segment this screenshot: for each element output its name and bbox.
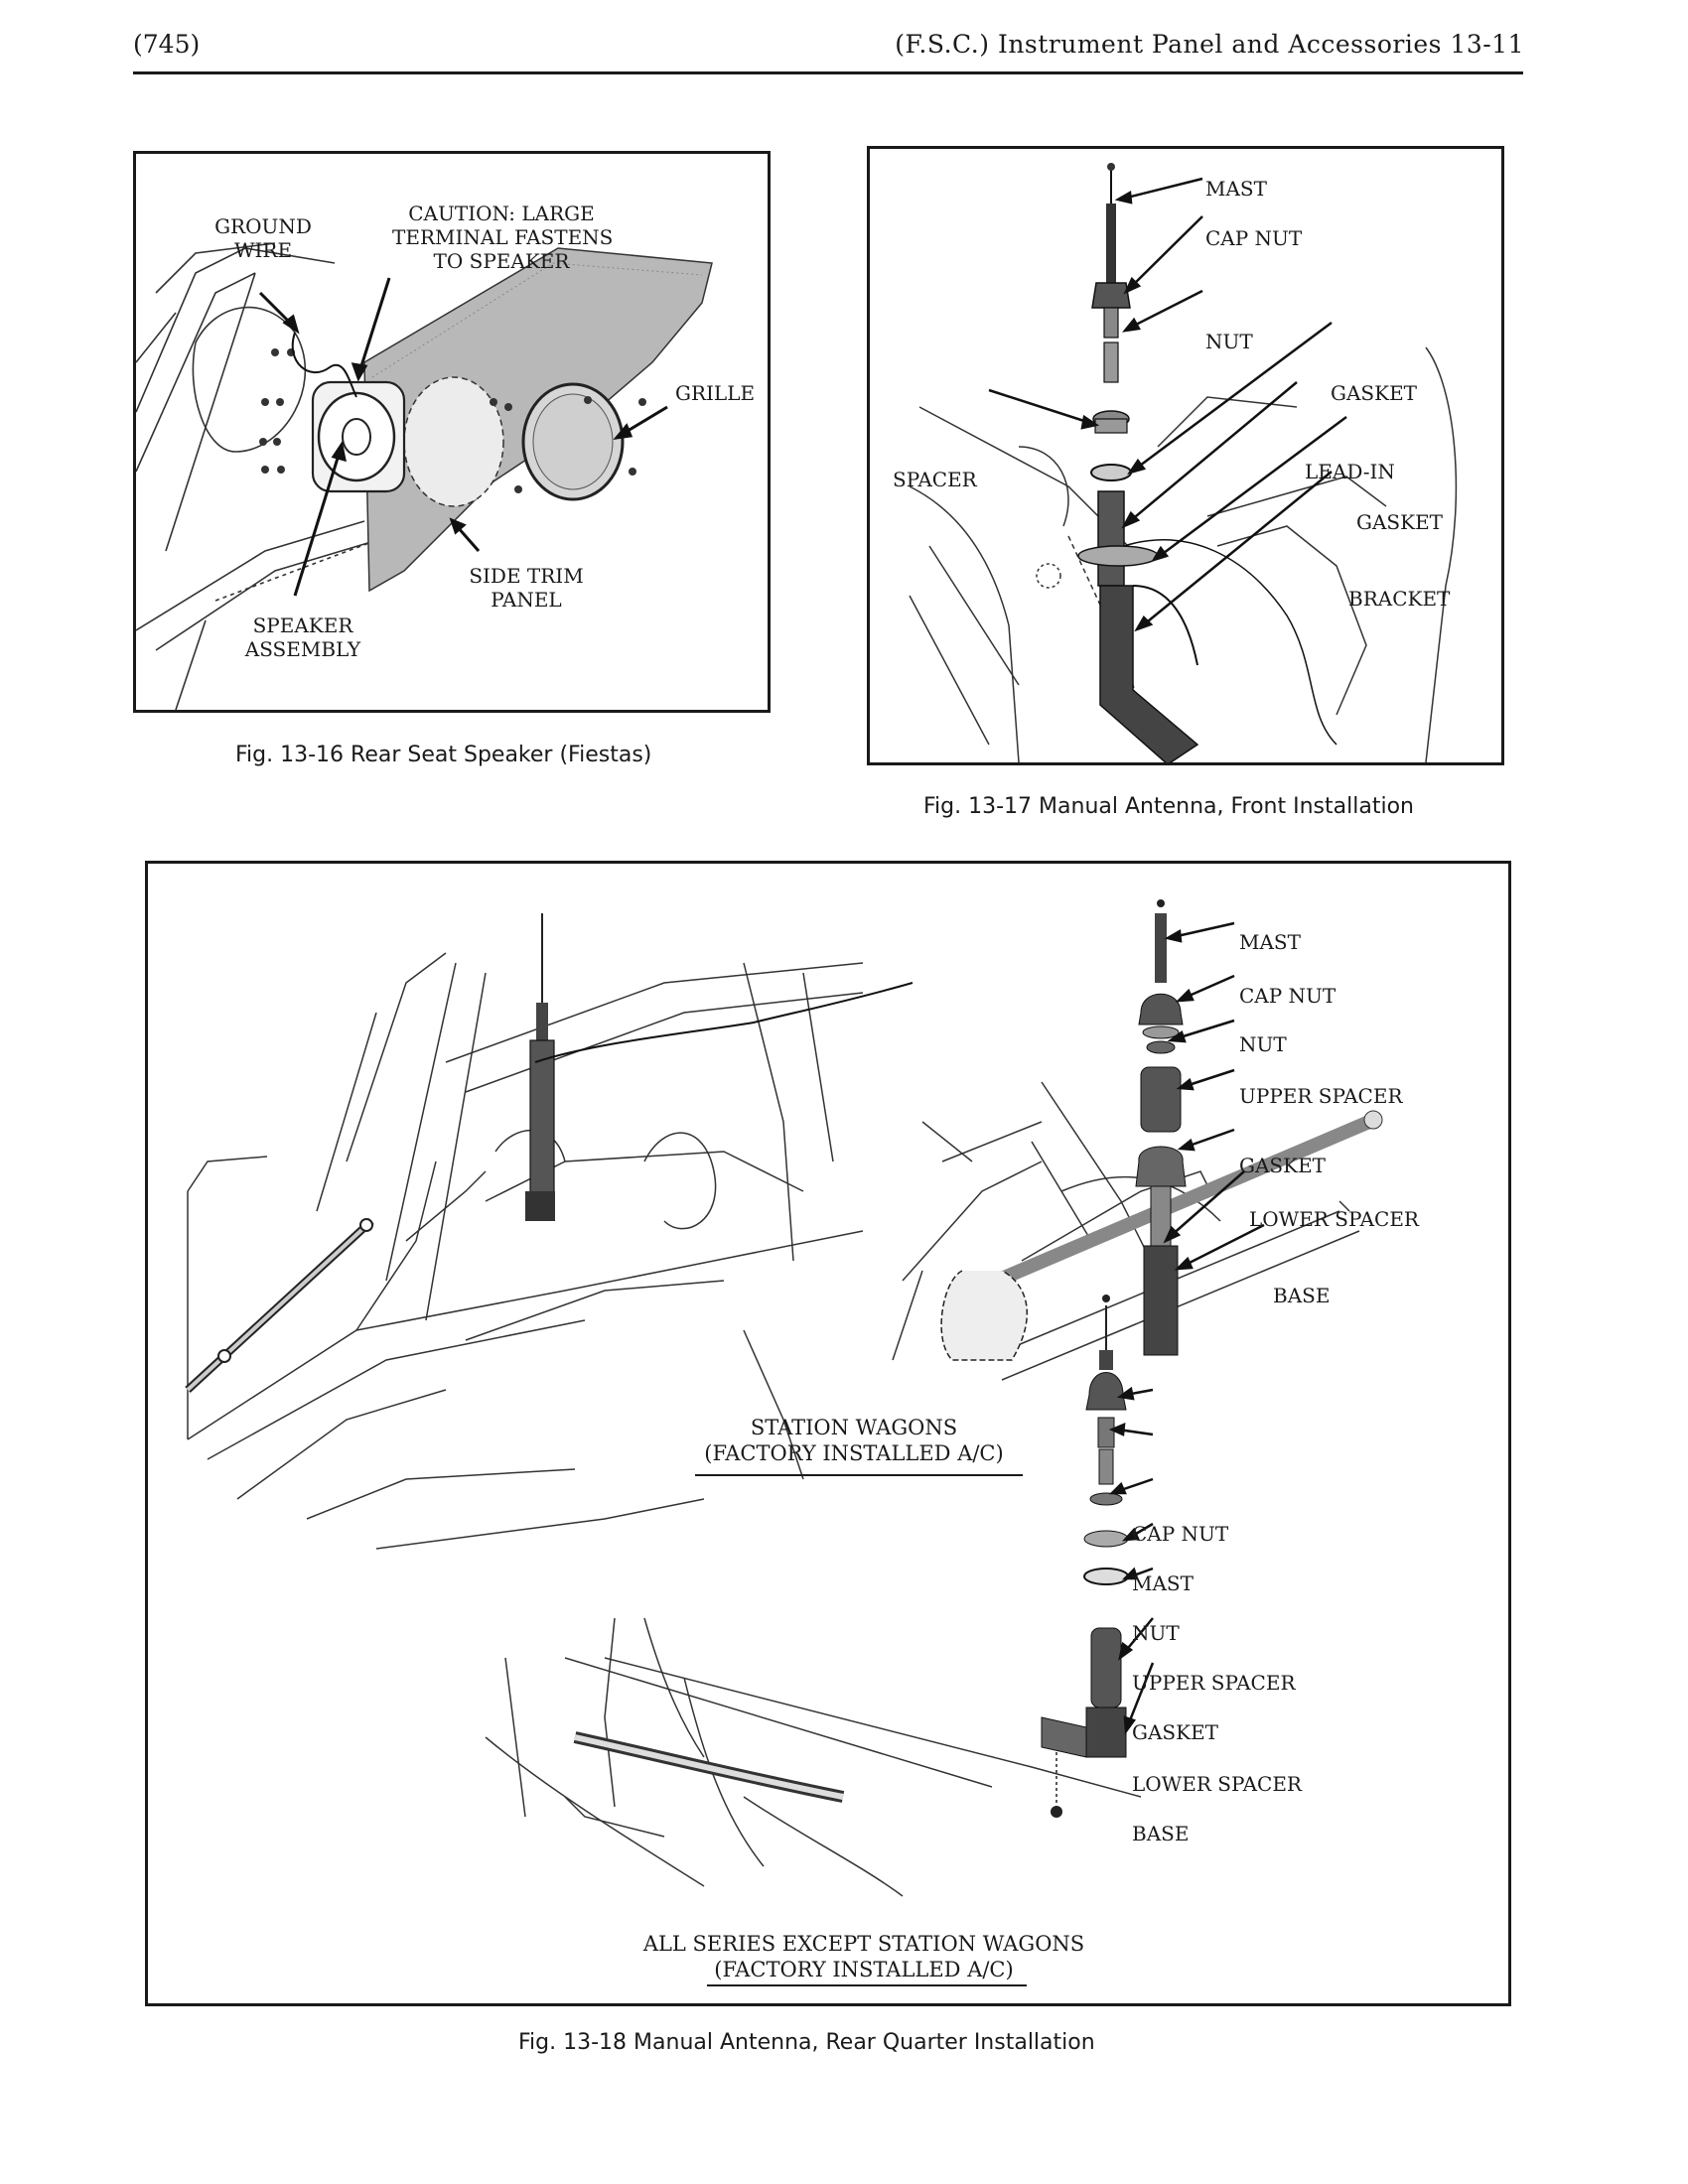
fig18-as-label-gasket: GASKET [1132,1720,1219,1744]
fig-13-16-frame [133,151,771,713]
fig18-sw-title: STATION WAGONS (FACTORY INSTALLED A/C) [704,1416,1004,1465]
fig18-as-title-line2: (FACTORY INSTALLED A/C) [714,1958,1014,1981]
fig18-as-label-nut: NUT [1132,1621,1180,1645]
page-number: (745) [133,30,201,59]
fig18-as-label-base: BASE [1132,1822,1190,1845]
fig18-sw-label-lower-spacer: LOWER SPACER [1249,1207,1419,1231]
fig16-label-caution: CAUTION: LARGE TERMINAL FASTENS TO SPEAK… [392,202,614,273]
fig-13-18-frame [145,861,1511,2006]
fig16-label-speaker-assembly: SPEAKER ASSEMBLY [244,614,361,661]
fig18-sw-label-nut: NUT [1239,1032,1287,1056]
fig-13-18-illustration [185,899,1383,1897]
fig17-label-cap-nut: CAP NUT [1205,226,1303,250]
fig17-label-bracket: BRACKET [1348,587,1451,611]
fig18-as-title-underline [707,1984,1027,1986]
fig-13-18-caption: Fig. 13-18 Manual Antenna, Rear Quarter … [518,2030,1095,2055]
fig18-sw-label-mast: MAST [1239,930,1301,954]
header-rule [133,71,1523,74]
fig17-label-nut: NUT [1205,330,1253,353]
fig18-as-label-cap-nut: CAP NUT [1132,1522,1229,1546]
fig-13-17-illustration [909,163,1458,762]
fig18-sw-title-underline [695,1474,1023,1476]
fig17-label-spacer: SPACER [893,468,977,491]
fig17-label-gasket-lower: GASKET [1356,510,1444,534]
fig18-as-label-lower-spacer: LOWER SPACER [1132,1772,1302,1796]
fig-13-17-caption: Fig. 13-17 Manual Antenna, Front Install… [923,794,1414,819]
fig18-sw-label-base: BASE [1273,1284,1331,1307]
fig17-label-mast: MAST [1205,177,1267,201]
fig18-sw-label-gasket: GASKET [1239,1154,1327,1177]
fig18-as-label-upper-spacer: UPPER SPACER [1132,1671,1296,1695]
fig16-label-side-trim-panel: SIDE TRIM PANEL [469,564,584,612]
fig-13-16-illustration [136,242,713,710]
fig18-sw-label-cap-nut: CAP NUT [1239,984,1336,1008]
fig18-sw-label-upper-spacer: UPPER SPACER [1239,1084,1403,1108]
section-title: (F.S.C.) Instrument Panel and Accessorie… [895,30,1524,59]
fig-13-16-caption: Fig. 13-16 Rear Seat Speaker (Fiestas) [235,743,652,767]
fig17-label-lead-in: LEAD-IN [1305,460,1395,483]
fig-13-17-frame [867,146,1504,765]
fig17-label-gasket-upper: GASKET [1331,381,1418,405]
fig18-as-label-mast: MAST [1132,1571,1194,1595]
fig16-label-grille: GRILLE [675,381,756,405]
fig18-as-title-line1: ALL SERIES EXCEPT STATION WAGONS [642,1932,1085,1956]
fig16-label-ground-wire: GROUND WIRE [214,214,312,262]
